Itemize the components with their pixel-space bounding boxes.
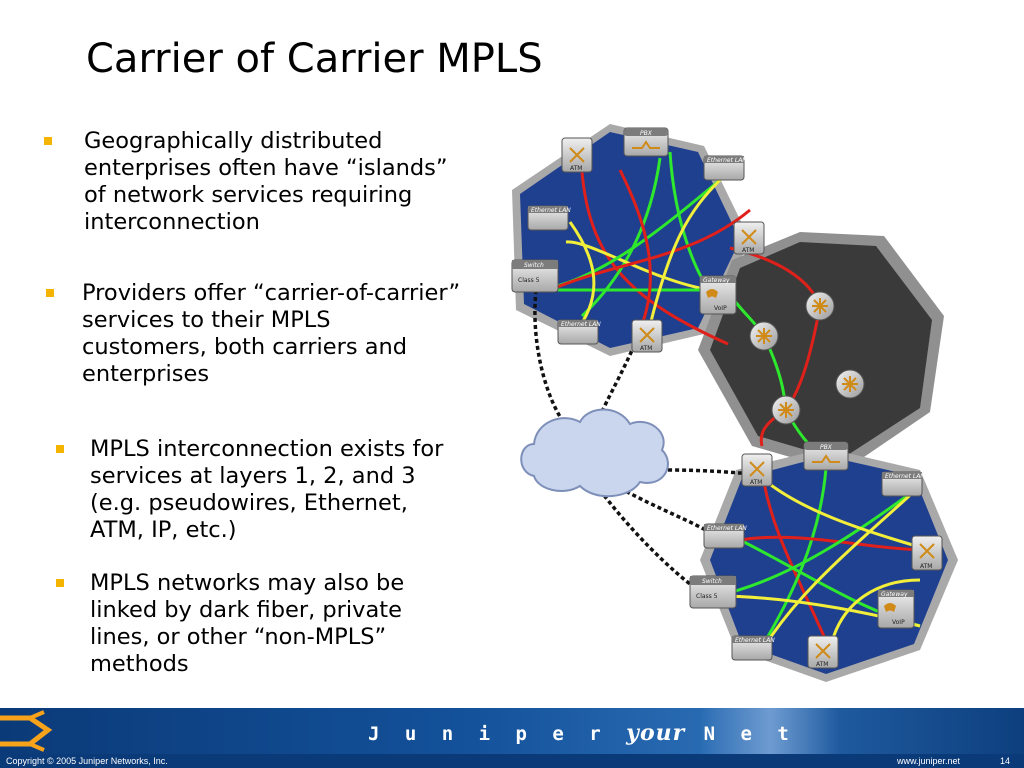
- ethernet-lan-device: Ethernet LAN: [527, 205, 571, 231]
- atm-switch-device: ATM: [741, 453, 773, 487]
- juniper-arrow-logo: [0, 710, 53, 752]
- voip-label: VoIP: [714, 305, 727, 312]
- pbx-label: PBX: [640, 130, 653, 137]
- bullet-marker: [44, 137, 52, 145]
- class5-label: Class 5: [518, 277, 540, 284]
- atm-label: ATM: [570, 165, 582, 172]
- atm-switch-device: ATM: [733, 221, 765, 255]
- switch-label: Switch: [702, 578, 722, 585]
- ethernet-lan-label: Ethernet LAN: [735, 637, 775, 644]
- gateway-label: Gateway: [881, 591, 908, 598]
- atm-label: ATM: [640, 345, 652, 352]
- atm-label: ATM: [816, 661, 828, 668]
- atm-switch-device: ATM: [561, 137, 593, 173]
- voip-gateway-device: Gateway VoIP: [877, 589, 915, 629]
- router-icon: [805, 291, 835, 321]
- footer-highlight: [700, 708, 840, 754]
- brand-net: N e t: [703, 723, 796, 745]
- atm-label: ATM: [920, 563, 932, 570]
- atm-switch-device: ATM: [631, 319, 663, 353]
- bullet-item: Providers offer “carrier-of-carrier” ser…: [44, 280, 474, 388]
- atm-label: ATM: [742, 247, 754, 254]
- pbx-device: PBX: [803, 441, 849, 471]
- slide-title: Carrier of Carrier MPLS: [86, 36, 543, 82]
- ethernet-lan-label: Ethernet LAN: [531, 207, 571, 214]
- external-cloud: [520, 408, 669, 498]
- bullet-item: MPLS networks may also be linked by dark…: [44, 570, 474, 678]
- bullet-text: MPLS interconnection exists for services…: [90, 436, 444, 543]
- ethernet-lan-label: Ethernet LAN: [561, 321, 601, 328]
- bullet-marker: [56, 579, 64, 587]
- atm-switch-device: ATM: [807, 635, 839, 669]
- footer-bottom-strip: [0, 754, 1024, 768]
- ethernet-lan-label: Ethernet LAN: [707, 525, 747, 532]
- atm-label: ATM: [750, 479, 762, 486]
- bullet-text: Geographically distributed enterprises o…: [84, 128, 448, 235]
- gateway-label: Gateway: [703, 277, 730, 284]
- mpls-cloud-top: [512, 124, 750, 356]
- bullet-text: Providers offer “carrier-of-carrier” ser…: [82, 280, 461, 387]
- router-icon: [835, 369, 865, 399]
- brand-your: your: [626, 720, 686, 746]
- bullet-marker: [46, 289, 54, 297]
- bullet-item: MPLS interconnection exists for services…: [44, 436, 474, 544]
- carrier-core-cloud: [698, 232, 944, 472]
- footer-band: [0, 708, 1024, 754]
- router-icon: [749, 321, 779, 351]
- class5-label: Class 5: [696, 593, 718, 600]
- ethernet-lan-device: Ethernet LAN: [557, 319, 601, 345]
- bullet-marker: [56, 445, 64, 453]
- bullet-item: Geographically distributed enterprises o…: [44, 128, 474, 236]
- switch-label: Switch: [524, 262, 544, 269]
- brand-wordmark: J u n i p e r your N e t: [368, 720, 796, 746]
- pbx-device: PBX: [623, 127, 669, 157]
- pbx-label: PBX: [820, 444, 833, 451]
- footer-url[interactable]: www.juniper.net: [897, 756, 961, 766]
- copyright-text: Copyright © 2005 Juniper Networks, Inc.: [6, 756, 168, 766]
- class5-switch-device: Switch Class 5: [511, 259, 559, 293]
- voip-label: VoIP: [892, 619, 905, 626]
- footer-bar: J u n i p e r your N e t Copyright © 200…: [0, 704, 1024, 768]
- brand-juniper: J u n i p e r: [368, 723, 608, 745]
- ethernet-lan-device: Ethernet LAN: [703, 155, 747, 181]
- atm-switch-device: ATM: [911, 535, 943, 571]
- page-number: 14: [1000, 756, 1011, 766]
- voip-gateway-device: Gateway VoIP: [699, 275, 737, 315]
- ethernet-lan-device: Ethernet LAN: [881, 471, 925, 497]
- ethernet-lan-device: Ethernet LAN: [731, 635, 775, 661]
- ethernet-lan-label: Ethernet LAN: [707, 157, 747, 164]
- bullet-text: MPLS networks may also be linked by dark…: [90, 570, 405, 677]
- class5-switch-device: Switch Class 5: [689, 575, 737, 609]
- ethernet-lan-device: Ethernet LAN: [703, 523, 747, 549]
- router-icon: [771, 395, 801, 425]
- ethernet-lan-label: Ethernet LAN: [885, 473, 925, 480]
- network-diagram: PBX Ethernet LAN ATM Ethernet LAN ATM Sw…: [511, 124, 958, 682]
